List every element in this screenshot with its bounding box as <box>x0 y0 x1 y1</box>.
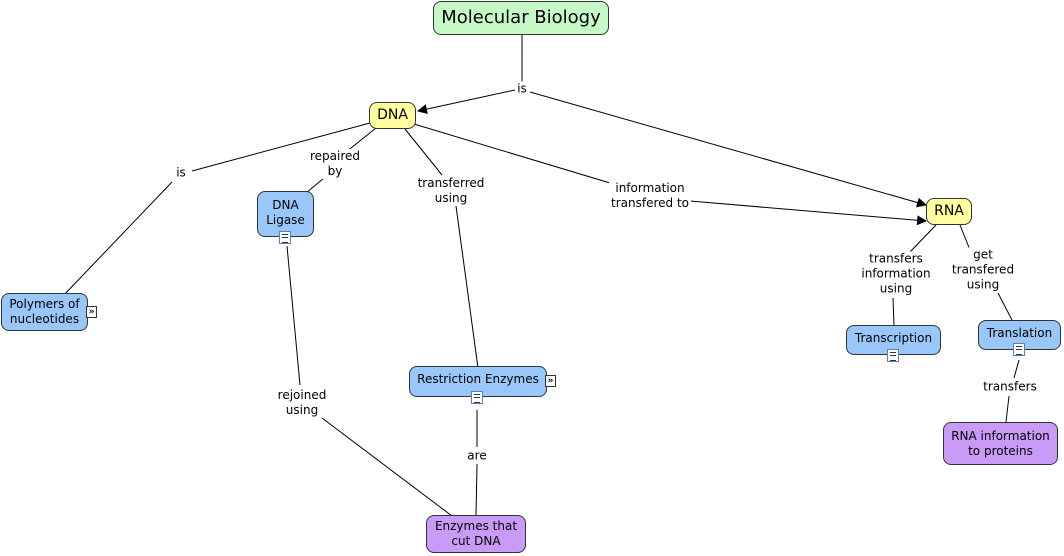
edge-is-dna <box>417 89 516 114</box>
link-label-get-transfered-using: get transfered using <box>949 247 1017 293</box>
edge-repaired-ligase <box>305 177 325 194</box>
edge-rejoined-enzymes <box>321 417 453 517</box>
node-enzymes-that-cut-dna[interactable]: Enzymes that cut DNA <box>426 515 526 553</box>
edge-rna-get <box>959 224 971 251</box>
link-label-transfers: transfers <box>981 379 1039 395</box>
node-translation[interactable]: Translation <box>978 320 1061 350</box>
node-rna-information-to-proteins[interactable]: RNA information to proteins <box>943 422 1058 465</box>
edge-dna-information <box>413 123 611 184</box>
edge-dna-repaired <box>345 127 377 153</box>
document-icon[interactable] <box>1013 343 1025 356</box>
node-rna[interactable]: RNA <box>926 198 972 225</box>
expand-icon[interactable]: » <box>86 306 97 318</box>
edge-get-translation <box>997 292 1013 321</box>
expand-icon[interactable]: » <box>545 375 556 387</box>
node-dna-ligase[interactable]: DNA Ligase <box>257 191 314 237</box>
node-molecular-biology[interactable]: Molecular Biology <box>433 1 609 35</box>
link-label-is: is <box>174 165 188 181</box>
edge-transferred-restriction <box>455 205 479 369</box>
edge-transfers-transcription <box>892 297 895 326</box>
link-label-transfers-information-using: transfers information using <box>859 251 933 297</box>
edge-transfers-rnainfo <box>1005 395 1010 423</box>
link-label-transferred-using: transferred using <box>415 176 487 206</box>
edge-rna-transfers <box>909 224 937 253</box>
edge-translation-transfers <box>1013 359 1020 379</box>
edge-is-rna <box>529 91 927 208</box>
node-transcription[interactable]: Transcription <box>846 325 941 355</box>
edge-dna-transferred <box>404 128 443 176</box>
link-label-is: is <box>515 81 529 97</box>
edge-are-enzymes <box>475 463 478 517</box>
link-label-rejoined-using: rejoined using <box>275 388 329 418</box>
document-icon[interactable] <box>279 231 291 244</box>
link-label-repaired-by: repaired by <box>307 149 363 179</box>
link-label-information-transfered-to: information transfered to <box>609 181 691 211</box>
document-icon[interactable] <box>887 349 899 362</box>
edge-dna-is <box>191 122 371 172</box>
link-label-are: are <box>465 448 489 464</box>
edge-is-polymers <box>61 181 173 298</box>
node-polymers-of-nucleotides[interactable]: Polymers of nucleotides <box>1 293 88 331</box>
node-dna[interactable]: DNA <box>369 102 416 129</box>
edge-information-rna <box>689 200 927 226</box>
document-icon[interactable] <box>471 391 483 404</box>
edge-ligase-rejoined <box>286 245 301 386</box>
